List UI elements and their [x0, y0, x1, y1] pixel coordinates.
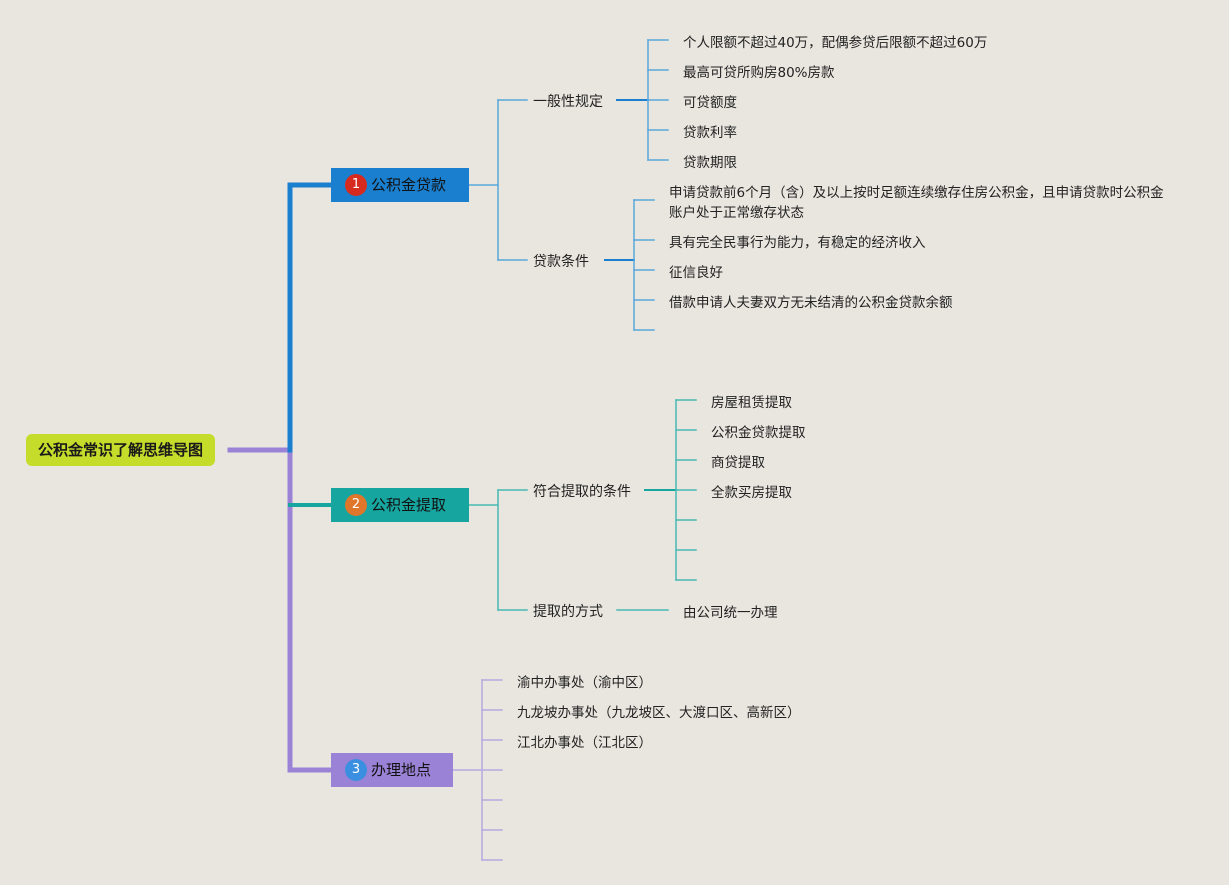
- badge-number-icon: 3: [345, 758, 367, 781]
- sub-node-general-rules[interactable]: 一般性规定: [533, 94, 603, 110]
- leaf-node[interactable]: 申请贷款前6个月（含）及以上按时足额连续缴存住房公积金，且申请贷款时公积金账户处…: [669, 185, 1164, 221]
- badge-number-icon: 1: [345, 173, 367, 196]
- leaf-node[interactable]: 渝中办事处（渝中区）: [517, 675, 652, 691]
- branch-label: 公积金提取: [371, 496, 447, 514]
- leaf-node[interactable]: 最高可贷所购房80%房款: [683, 65, 835, 81]
- leaf-node[interactable]: 具有完全民事行为能力，有稳定的经济收入: [669, 235, 926, 251]
- sub-node-withdrawal-method[interactable]: 提取的方式: [533, 604, 603, 620]
- leaf-node[interactable]: 贷款利率: [683, 125, 737, 141]
- leaf-node[interactable]: 可贷额度: [683, 95, 737, 111]
- leaf-node[interactable]: 商贷提取: [711, 455, 765, 471]
- root-node[interactable]: 公积金常识了解思维导图: [26, 434, 216, 466]
- leaf-node[interactable]: 全款买房提取: [711, 485, 792, 501]
- badge-number-icon: 2: [345, 493, 367, 516]
- leaf-node[interactable]: 个人限额不超过40万，配偶参贷后限额不超过60万: [683, 35, 988, 51]
- leaf-node[interactable]: 江北办事处（江北区）: [517, 735, 652, 751]
- leaf-node[interactable]: 房屋租赁提取: [711, 395, 792, 411]
- leaf-node[interactable]: 贷款期限: [683, 155, 737, 171]
- branch-label: 公积金贷款: [371, 176, 447, 194]
- branch-label: 办理地点: [371, 761, 432, 779]
- leaf-node[interactable]: 由公司统一办理: [683, 605, 778, 621]
- sub-node-withdrawal-conditions[interactable]: 符合提取的条件: [533, 484, 631, 500]
- leaf-node[interactable]: 征信良好: [669, 265, 723, 281]
- leaf-node[interactable]: 借款申请人夫妻双方无未结清的公积金贷款余额: [669, 295, 953, 311]
- leaf-node[interactable]: 公积金贷款提取: [711, 425, 806, 441]
- leaf-node[interactable]: 九龙坡办事处（九龙坡区、大渡口区、高新区）: [517, 705, 801, 721]
- sub-node-loan-conditions[interactable]: 贷款条件: [533, 254, 589, 270]
